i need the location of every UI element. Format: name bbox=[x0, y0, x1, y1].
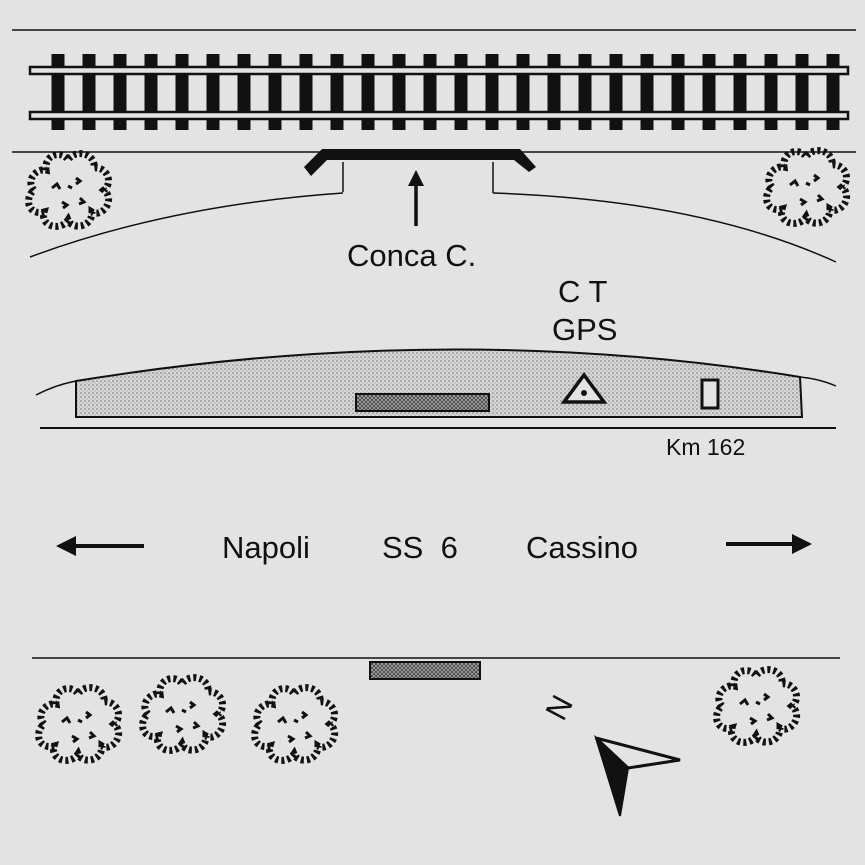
station-pointer-arrow bbox=[408, 170, 424, 226]
bench-bar bbox=[355, 393, 490, 412]
traffic-island bbox=[35, 348, 837, 429]
bush-icon bbox=[143, 678, 223, 751]
napoli-label: Napoli bbox=[222, 530, 310, 565]
north-arrow-icon bbox=[593, 734, 681, 817]
road-label: SS 6 bbox=[382, 530, 458, 565]
bench-bar bbox=[369, 661, 481, 680]
arrow-left-icon bbox=[56, 536, 144, 556]
bush-icon bbox=[255, 688, 335, 761]
station-forecourt-left bbox=[29, 192, 344, 258]
bush-icon bbox=[717, 670, 797, 743]
station-label: Conca C. bbox=[347, 238, 477, 273]
km-label: Km 162 bbox=[666, 434, 746, 460]
bush-icon bbox=[767, 151, 847, 224]
benchmark-triangle-icon bbox=[560, 372, 608, 404]
bush-icon bbox=[29, 154, 109, 227]
cassino-label: Cassino bbox=[526, 530, 638, 565]
km-marker-post bbox=[700, 378, 720, 410]
gps-label: GPS bbox=[552, 312, 618, 347]
ct-label: C T bbox=[558, 274, 608, 309]
bush-icon bbox=[39, 688, 119, 761]
station-building bbox=[304, 149, 536, 193]
railway-track bbox=[28, 54, 850, 130]
arrow-right-icon bbox=[726, 534, 812, 554]
station-forecourt-right bbox=[492, 192, 837, 263]
